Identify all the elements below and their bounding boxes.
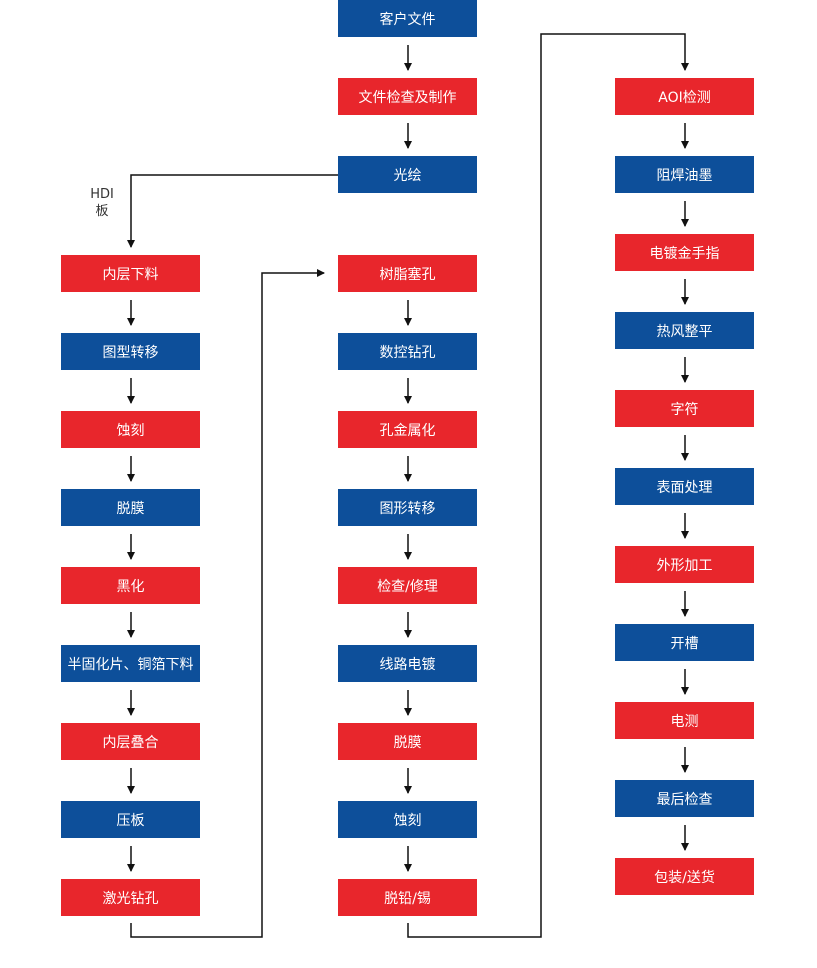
step-label: 开槽 bbox=[670, 635, 699, 652]
step-label: AOI检测 bbox=[658, 89, 711, 106]
column-middle-step-1: 树脂塞孔 bbox=[338, 255, 477, 292]
column-right-step-1: AOI检测 bbox=[615, 78, 754, 115]
hdi-label-line2: 板 bbox=[95, 204, 109, 219]
column-middle-step-5: 检查/修理 bbox=[338, 567, 477, 604]
step-label: 压板 bbox=[116, 812, 145, 829]
column-middle-step-6: 线路电镀 bbox=[338, 645, 477, 682]
column-left-step-6: 半固化片、铜箔下料 bbox=[61, 645, 200, 682]
step-label: 脱铅/锡 bbox=[384, 890, 431, 907]
step-label: 数控钻孔 bbox=[379, 344, 436, 361]
column-middle-step-8: 蚀刻 bbox=[338, 801, 477, 838]
step-label: 包装/送货 bbox=[654, 869, 715, 886]
step-label: 表面处理 bbox=[656, 479, 713, 496]
column-right-step-2: 阻焊油墨 bbox=[615, 156, 754, 193]
hdi-branch-connector bbox=[127, 174, 338, 248]
step-label: 图型转移 bbox=[102, 344, 159, 361]
column-left-step-1: 内层下料 bbox=[61, 255, 200, 292]
column-right-step-4: 热风整平 bbox=[615, 312, 754, 349]
column-right-step-3: 电镀金手指 bbox=[615, 234, 754, 271]
step-label: 内层下料 bbox=[102, 266, 159, 283]
column-right-step-8: 开槽 bbox=[615, 624, 754, 661]
step-label: 蚀刻 bbox=[393, 812, 422, 829]
column-right-step-11: 包装/送货 bbox=[615, 858, 754, 895]
step-label: 图形转移 bbox=[379, 500, 436, 517]
column-top-step-1: 客户文件 bbox=[338, 0, 477, 37]
step-label: 脱膜 bbox=[393, 734, 422, 751]
step-label: 电测 bbox=[670, 713, 699, 730]
step-label: 检查/修理 bbox=[377, 578, 438, 595]
column-right-step-10: 最后检查 bbox=[615, 780, 754, 817]
step-label: 电镀金手指 bbox=[649, 245, 720, 262]
column-left-step-9: 激光钻孔 bbox=[61, 879, 200, 916]
step-label: 字符 bbox=[670, 401, 699, 418]
step-label: 脱膜 bbox=[116, 500, 145, 517]
step-label: 外形加工 bbox=[656, 557, 713, 574]
step-label: 蚀刻 bbox=[116, 422, 145, 439]
step-label: 激光钻孔 bbox=[102, 890, 159, 907]
hdi-label-line1: HDI bbox=[90, 187, 114, 202]
column-middle-step-9: 脱铅/锡 bbox=[338, 879, 477, 916]
step-label: 黑化 bbox=[116, 578, 145, 595]
step-label: 树脂塞孔 bbox=[379, 266, 436, 283]
column-middle-step-3: 孔金属化 bbox=[338, 411, 477, 448]
column-right-step-7: 外形加工 bbox=[615, 546, 754, 583]
step-label: 阻焊油墨 bbox=[656, 167, 713, 184]
column-left-step-8: 压板 bbox=[61, 801, 200, 838]
column-left-step-5: 黑化 bbox=[61, 567, 200, 604]
hdi-branch-label: HDI 板 bbox=[86, 186, 118, 220]
column-left-step-2: 图型转移 bbox=[61, 333, 200, 370]
column-middle-step-2: 数控钻孔 bbox=[338, 333, 477, 370]
column-top-step-2: 文件检查及制作 bbox=[338, 78, 477, 115]
step-label: 孔金属化 bbox=[379, 422, 436, 439]
step-label: 光绘 bbox=[393, 167, 422, 184]
step-label: 文件检查及制作 bbox=[358, 89, 457, 106]
column-middle-step-4: 图形转移 bbox=[338, 489, 477, 526]
step-label: 线路电镀 bbox=[379, 656, 436, 673]
column-left-step-4: 脱膜 bbox=[61, 489, 200, 526]
step-label: 客户文件 bbox=[379, 11, 436, 28]
step-label: 热风整平 bbox=[656, 323, 713, 340]
column-right-step-9: 电测 bbox=[615, 702, 754, 739]
column-middle-step-7: 脱膜 bbox=[338, 723, 477, 760]
column-left-step-7: 内层叠合 bbox=[61, 723, 200, 760]
step-label: 最后检查 bbox=[656, 791, 713, 808]
step-label: 半固化片、铜箔下料 bbox=[67, 656, 194, 673]
step-label: 内层叠合 bbox=[102, 734, 159, 751]
column-right-step-5: 字符 bbox=[615, 390, 754, 427]
column-right-step-6: 表面处理 bbox=[615, 468, 754, 505]
column-left-step-3: 蚀刻 bbox=[61, 411, 200, 448]
column-top-step-3: 光绘 bbox=[338, 156, 477, 193]
